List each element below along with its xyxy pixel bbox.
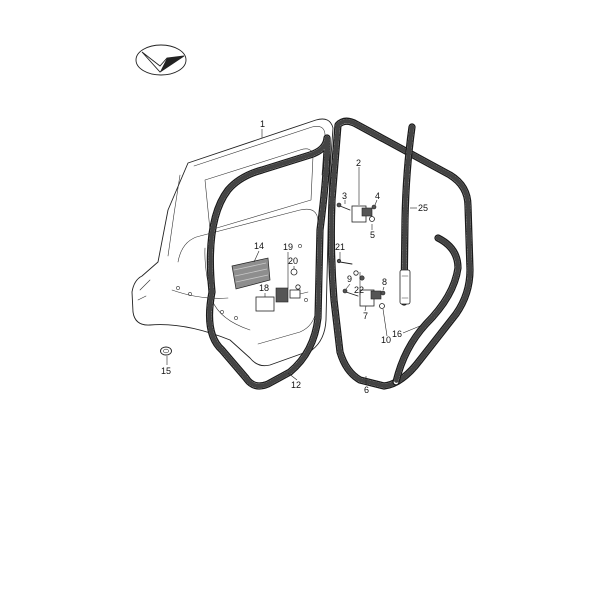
sound-pad <box>231 257 271 290</box>
callout-9: 9 <box>347 274 352 284</box>
callout-18: 18 <box>259 283 269 293</box>
door-check-parts <box>336 258 365 281</box>
body-opening-seal <box>327 117 474 390</box>
callout-5: 5 <box>370 230 375 240</box>
callout-15: 15 <box>161 366 171 376</box>
callout-8: 8 <box>382 277 387 287</box>
sill-seal <box>392 234 462 386</box>
callout-7: 7 <box>363 311 368 321</box>
direction-arrow-icon <box>135 44 187 76</box>
callout-6: 6 <box>364 385 369 395</box>
lock-assembly <box>255 268 309 312</box>
callout-3: 3 <box>342 191 347 201</box>
grommet <box>160 346 172 356</box>
callout-16: 16 <box>392 329 402 339</box>
callout-1: 1 <box>260 119 265 129</box>
callout-22: 22 <box>354 285 364 295</box>
callout-labels: 1 2 3 4 5 6 7 8 9 10 12 14 15 16 18 19 2… <box>161 119 428 395</box>
callout-12: 12 <box>291 380 301 390</box>
callout-4: 4 <box>375 191 380 201</box>
lower-hinge <box>342 288 386 309</box>
leader-lines <box>166 129 421 385</box>
window-channel <box>399 123 416 306</box>
callout-21: 21 <box>335 242 345 252</box>
callout-2: 2 <box>356 158 361 168</box>
door-shell <box>131 118 334 367</box>
upper-hinge <box>336 202 377 223</box>
callout-25: 25 <box>418 203 428 213</box>
callout-14: 14 <box>254 241 264 251</box>
door-seal-inner <box>205 134 331 390</box>
callout-10: 10 <box>381 335 391 345</box>
callout-19: 19 <box>283 242 293 252</box>
callout-20: 20 <box>288 256 298 266</box>
